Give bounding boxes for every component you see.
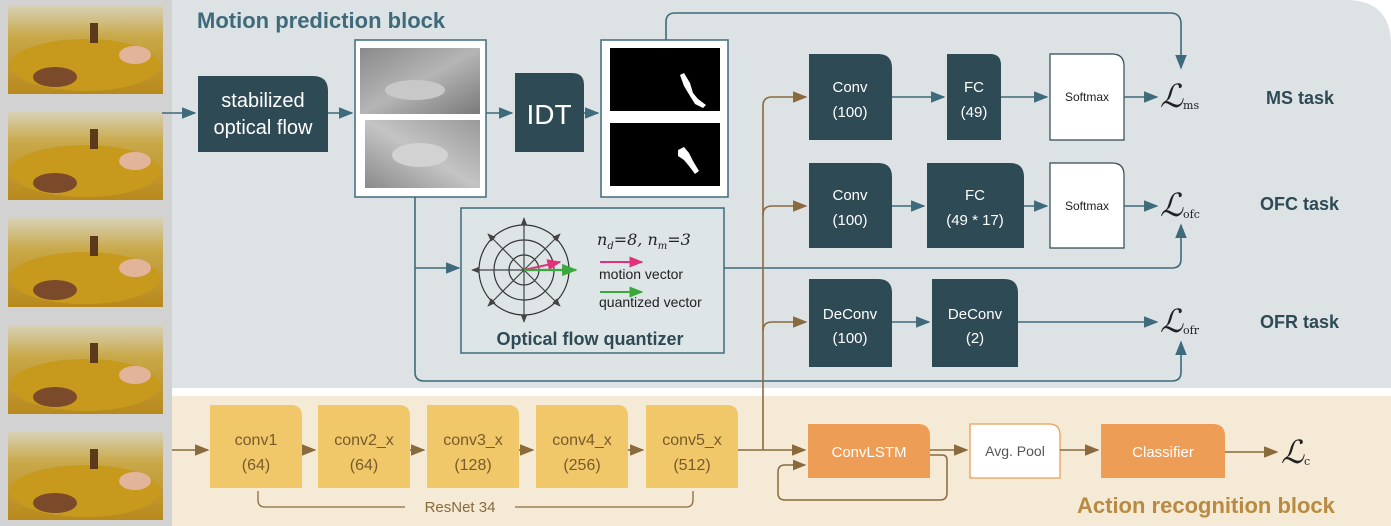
ofr-task-label: OFR task: [1260, 312, 1340, 332]
ms-branch: Conv (100) FC (49) Softmax ℒms MS task: [809, 53, 1335, 141]
conv-channels: (64): [350, 457, 378, 474]
conv-block-5: conv5_x (512): [646, 405, 738, 488]
svg-text:DeConv: DeConv: [948, 306, 1003, 323]
ofc-branch: Conv (100) FC (49 * 17) Softmax ℒofc OFC…: [809, 162, 1340, 249]
conv-name: conv2_x: [334, 432, 394, 449]
svg-text:(100): (100): [832, 104, 867, 121]
svg-text:(49 * 17): (49 * 17): [946, 212, 1004, 229]
optical-flow-quantizer: nd=8, nm=3 motion vector quantized vecto…: [460, 207, 725, 354]
avg-pool-box: Avg. Pool: [969, 423, 1061, 479]
loss-ofc: ℒofc: [1160, 186, 1200, 224]
svg-text:(100): (100): [832, 212, 867, 229]
loss-c: ℒc: [1281, 433, 1310, 471]
stabilized-flow-line1: stabilized: [221, 90, 304, 112]
svg-text:Avg. Pool: Avg. Pool: [985, 443, 1045, 459]
conv-block-1: conv1 (64): [210, 405, 302, 488]
video-frame: [8, 5, 163, 94]
idt-label: IDT: [526, 99, 571, 130]
svg-text:Conv: Conv: [832, 187, 868, 204]
ofc-task-label: OFC task: [1260, 194, 1340, 214]
stabilized-flow-line2: optical flow: [214, 117, 313, 139]
ms-task-label: MS task: [1266, 88, 1335, 108]
conv-block-2: conv2_x (64): [318, 405, 410, 488]
svg-text:Softmax: Softmax: [1065, 199, 1109, 213]
conv-channels: (512): [673, 457, 710, 474]
idt-mask-images: [600, 39, 729, 198]
quantizer-title: Optical flow quantizer: [496, 329, 683, 349]
motion-block-title: Motion prediction block: [197, 8, 446, 33]
quantizer-params: nd=8, nm=3: [597, 230, 691, 252]
conv-block-4: conv4_x (256): [536, 405, 628, 488]
svg-text:(100): (100): [832, 330, 867, 347]
classifier-box: Classifier: [1101, 424, 1225, 478]
video-frame: [8, 325, 163, 414]
svg-text:(49): (49): [961, 104, 988, 121]
ofr-branch: DeConv (100) DeConv (2) ℒofr OFR task: [809, 279, 1340, 367]
resnet-label: ResNet 34: [425, 499, 496, 516]
conv-channels: (128): [454, 457, 491, 474]
svg-text:DeConv: DeConv: [823, 306, 878, 323]
resnet-backbone: conv1 (64) conv2_x (64) conv3_x (128) conv4_x (…: [210, 405, 738, 516]
convlstm-box: ConvLSTM: [808, 424, 930, 478]
svg-text:FC: FC: [964, 79, 984, 96]
svg-text:Softmax: Softmax: [1065, 90, 1109, 104]
svg-text:Classifier: Classifier: [1132, 444, 1194, 461]
quantized-vector-label: quantized vector: [599, 294, 702, 310]
action-block-title: Action recognition block: [1077, 493, 1336, 518]
video-frame: [8, 111, 163, 200]
idt-box: IDT: [515, 73, 584, 152]
conv-block-3: conv3_x (128): [427, 405, 519, 488]
conv-channels: (64): [242, 457, 270, 474]
svg-text:Conv: Conv: [832, 79, 868, 96]
stabilized-flow-box: stabilized optical flow: [198, 76, 328, 152]
loss-ms: ℒms: [1160, 77, 1199, 115]
svg-text:FC: FC: [965, 187, 985, 204]
video-frames: [0, 0, 172, 526]
svg-text:(2): (2): [966, 330, 984, 347]
conv-name: conv3_x: [443, 432, 503, 449]
loss-ofr: ℒofr: [1160, 302, 1200, 340]
conv-channels: (256): [563, 457, 600, 474]
flow-images: [354, 39, 487, 198]
conv-name: conv4_x: [552, 432, 612, 449]
video-frame: [8, 431, 163, 520]
motion-vector-label: motion vector: [599, 266, 683, 282]
svg-text:ConvLSTM: ConvLSTM: [831, 444, 906, 461]
conv-name: conv5_x: [662, 432, 722, 449]
video-frame: [8, 218, 163, 307]
conv-name: conv1: [235, 432, 278, 449]
